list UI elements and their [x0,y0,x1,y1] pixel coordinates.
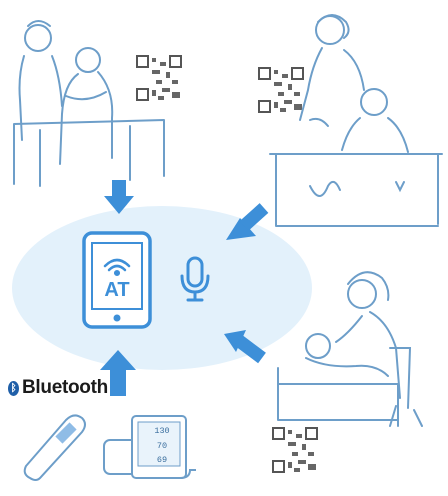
bluetooth-icon: ᛒ [8,381,19,396]
thermometer-icon [25,415,85,480]
monitor-diastolic: 70 [157,441,167,451]
bathing-assistance-illustration [270,15,442,226]
bluetooth-label: ᛒ Bluetooth [8,377,108,399]
blood-pressure-monitor-icon [104,416,196,478]
phone-label: AT [104,279,129,301]
qr-code-icon [135,54,183,102]
qr-code-icon [271,426,319,474]
bluetooth-text: Bluetooth [22,377,108,399]
center-ellipse [12,206,312,370]
monitor-pulse: 69 [157,455,167,465]
walking-assistance-illustration [14,21,164,186]
qr-code-icon [257,66,305,114]
monitor-systolic: 130 [154,426,169,436]
